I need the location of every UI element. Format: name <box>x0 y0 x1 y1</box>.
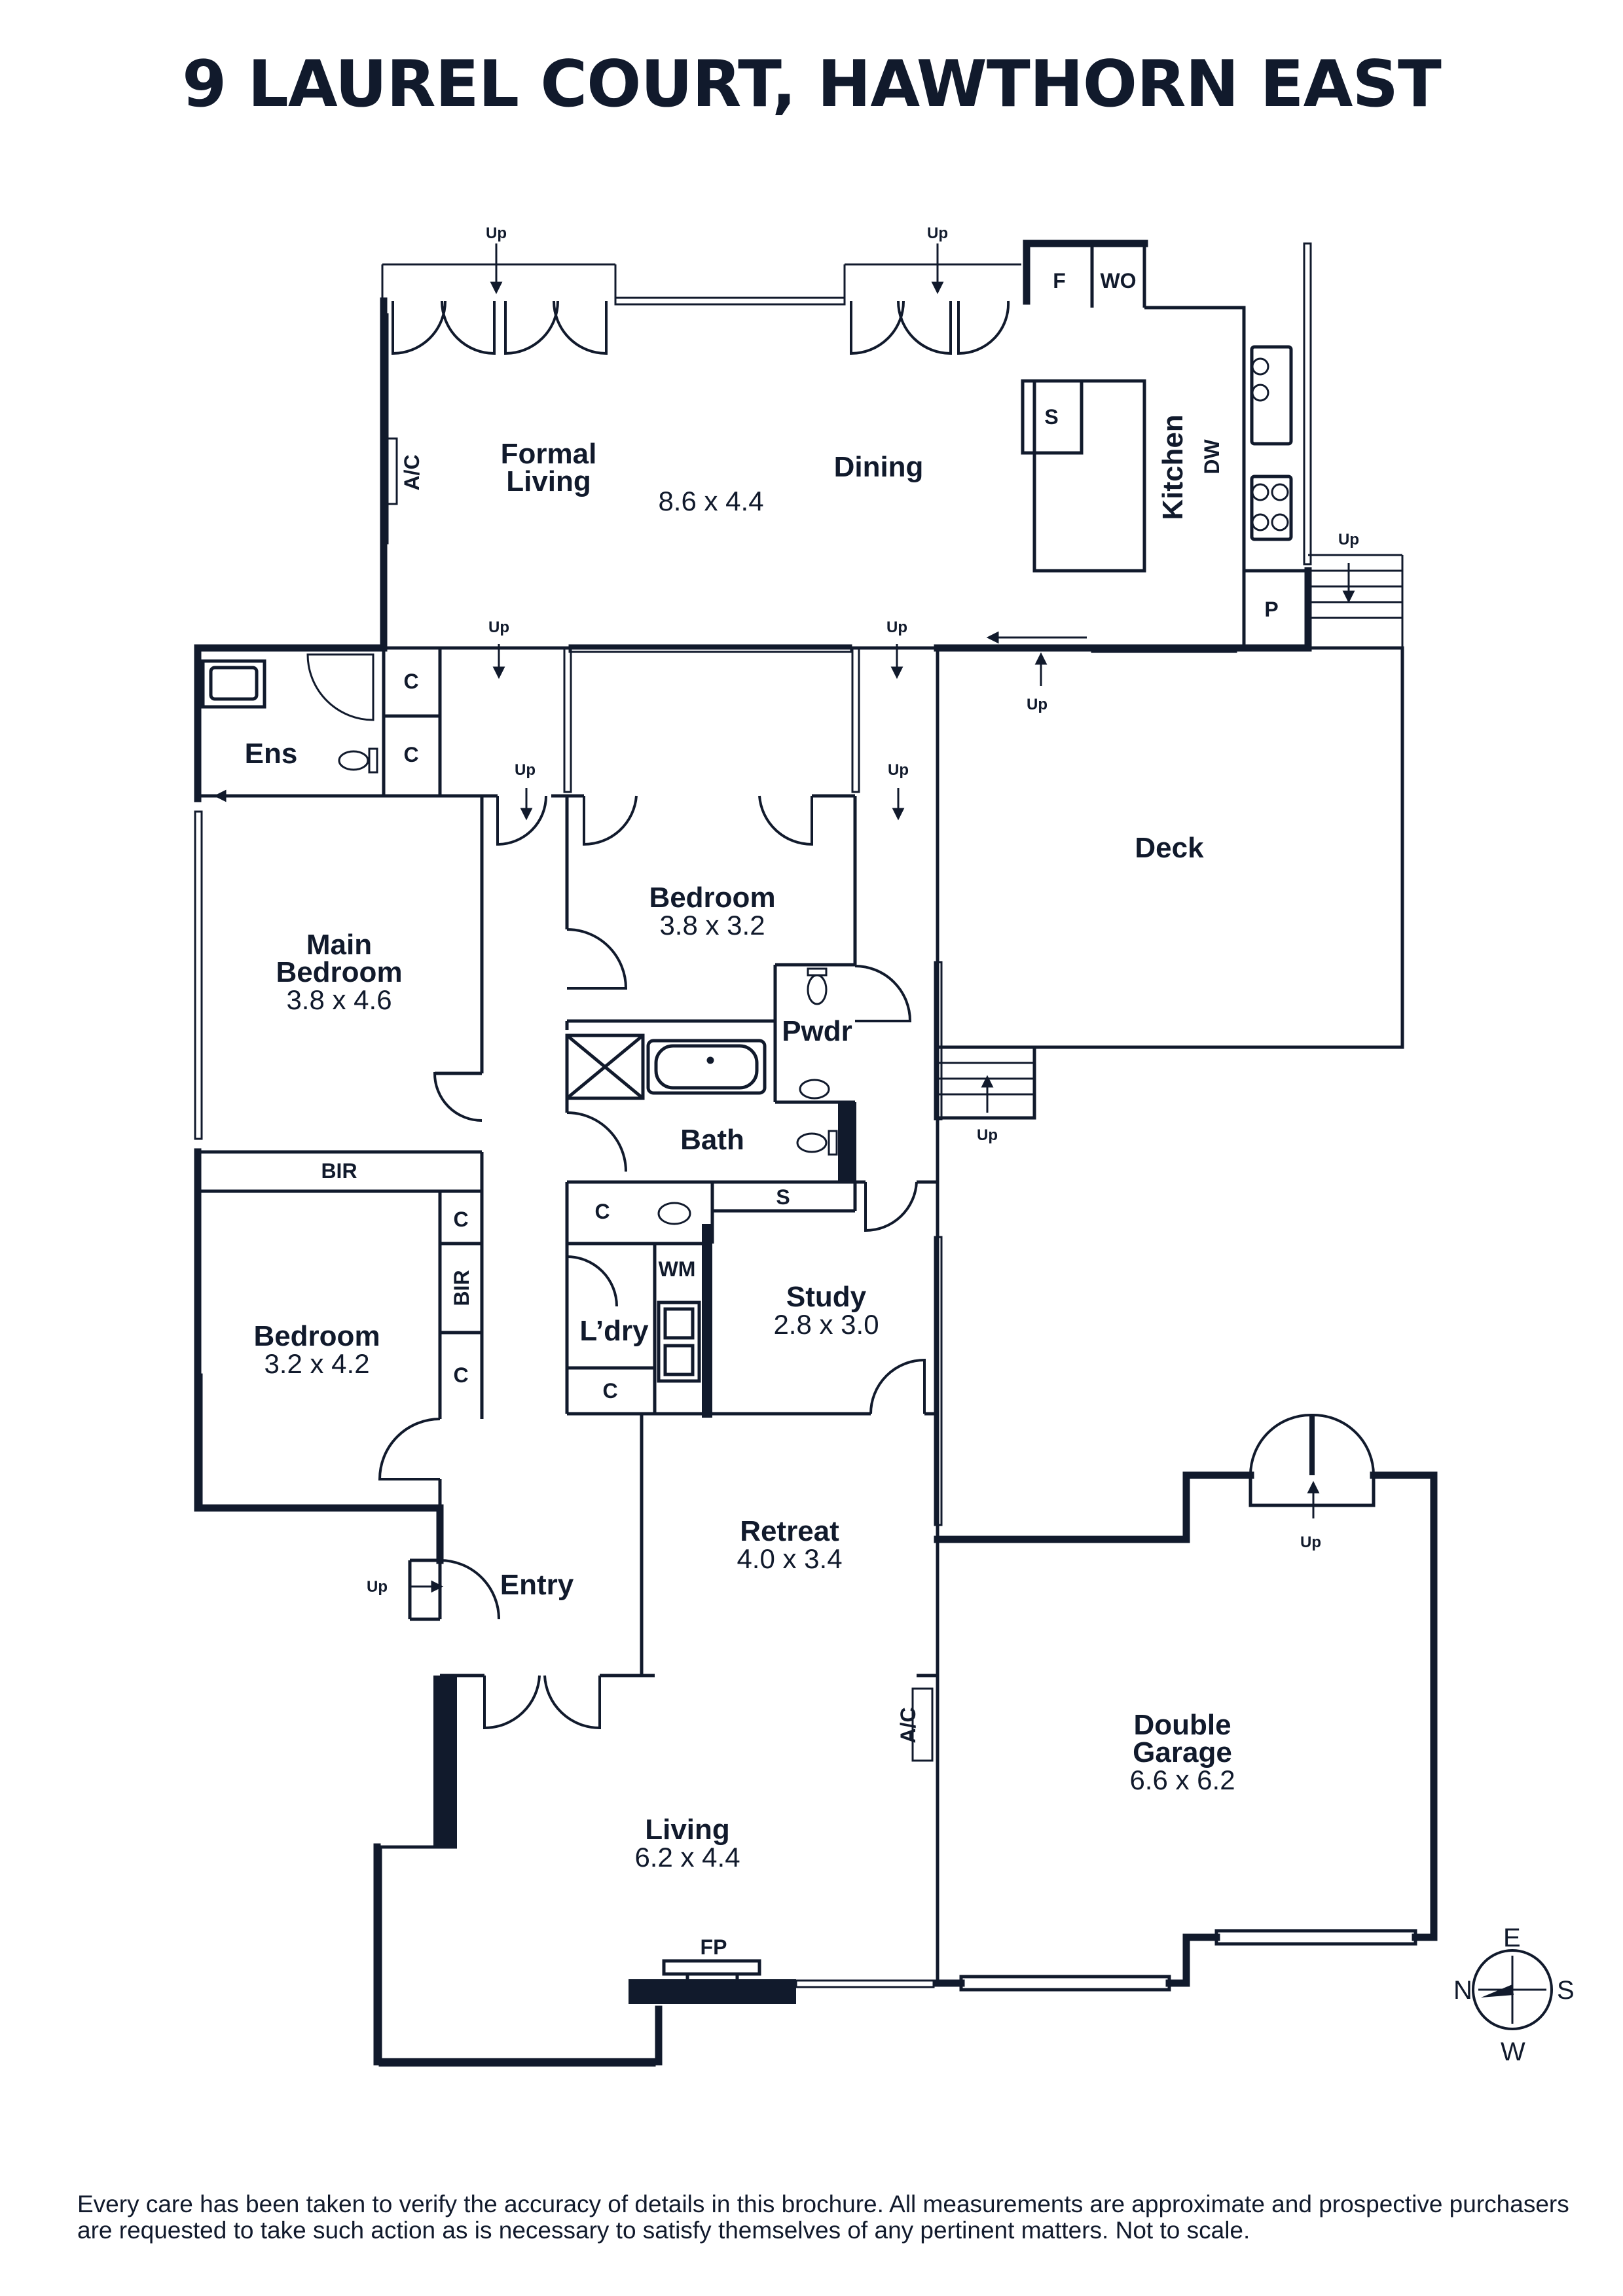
bir-west-label: BIR <box>450 1270 473 1306</box>
cupboard-label: C <box>403 670 418 693</box>
disclaimer-text: Every care has been taken to verify the … <box>77 2191 1569 2244</box>
dining-label: Dining <box>834 451 924 483</box>
up-label: Up <box>1338 531 1359 548</box>
up-label: Up <box>1027 696 1048 713</box>
bir-main-label: BIR <box>321 1159 357 1183</box>
entry-label: Entry <box>500 1569 574 1601</box>
up-label: Up <box>886 619 907 636</box>
cupboard-label: C <box>594 1200 610 1223</box>
bedroom-west-label: Bedroom <box>253 1320 380 1352</box>
shelf-label: S <box>776 1185 790 1209</box>
fridge-label: F <box>1053 269 1066 293</box>
study-dimensions: 2.8 x 3.0 <box>773 1309 879 1340</box>
dining-dimensions: 8.6 x 4.4 <box>658 486 763 516</box>
windows <box>194 242 1312 2067</box>
main-bedroom-label-line2: Bedroom <box>276 956 402 988</box>
study-label: Study <box>786 1281 867 1313</box>
compass: N E S W <box>1453 1924 1575 2066</box>
living-label: Living <box>645 1814 730 1846</box>
formal-living-label-line2: Living <box>506 465 591 497</box>
up-label: Up <box>488 619 509 636</box>
up-label: Up <box>927 224 948 242</box>
up-label: Up <box>367 1578 388 1596</box>
island-sink-label: S <box>1044 405 1058 429</box>
up-label: Up <box>888 761 909 779</box>
garage-label-line2: Garage <box>1133 1736 1232 1768</box>
retreat-label: Retreat <box>740 1515 839 1547</box>
powder-label: Pwdr <box>782 1015 852 1047</box>
solid-walls <box>433 1102 856 2004</box>
wall-oven-label: WO <box>1100 269 1136 293</box>
up-label: Up <box>486 224 507 242</box>
steps <box>381 263 1404 1096</box>
aircon-retreat-label: A/C <box>896 1707 920 1743</box>
cupboard-label: C <box>602 1379 617 1403</box>
up-label: Up <box>515 761 536 779</box>
main-bedroom-dimensions: 3.8 x 4.6 <box>286 984 392 1015</box>
interior-walls <box>198 243 1417 1997</box>
compass-west-label: W <box>1501 2037 1525 2066</box>
retreat-dimensions: 4.0 x 3.4 <box>737 1543 842 1574</box>
sanitary-fixtures <box>306 357 1289 1225</box>
formal-living-label-line1: Formal <box>501 438 597 470</box>
compass-east-label: E <box>1503 1924 1521 1952</box>
compass-south-label: S <box>1557 1976 1575 2005</box>
deck-label: Deck <box>1135 832 1204 864</box>
page-title: 9 LAUREL COURT, HAWTHORN EAST <box>182 47 1442 122</box>
ensuite-label: Ens <box>245 738 298 770</box>
bedroom-centre-dimensions: 3.8 x 3.2 <box>659 910 765 941</box>
cupboard-label: C <box>453 1208 468 1231</box>
fireplace-label: FP <box>701 1935 727 1959</box>
main-bedroom-label-line1: Main <box>306 929 372 961</box>
up-label: Up <box>977 1126 998 1144</box>
dishwasher-label: DW <box>1200 439 1224 475</box>
living-dimensions: 6.2 x 4.4 <box>634 1842 740 1873</box>
cupboard-label: C <box>403 743 418 766</box>
room-labels: Formal Living Dining 8.6 x 4.4 Kitchen E… <box>245 414 1235 1873</box>
laundry-label: L’dry <box>579 1315 649 1347</box>
bedroom-centre-label: Bedroom <box>649 882 775 914</box>
up-label: Up <box>1300 1534 1321 1551</box>
garage-label-line1: Double <box>1133 1709 1231 1741</box>
garage-dimensions: 6.6 x 6.2 <box>1129 1765 1235 1795</box>
kitchen-label: Kitchen <box>1157 414 1189 520</box>
compass-north-label: N <box>1453 1976 1472 2005</box>
door-swings <box>378 300 1375 1730</box>
bedroom-west-dimensions: 3.2 x 4.2 <box>264 1348 369 1379</box>
up-labels: Up Up Up Up Up Up Up Up Up Up Up <box>367 224 1359 1596</box>
fixture-labels: F WO S DW P A/C A/C C C C C C C BIR BIR … <box>321 269 1278 1959</box>
pantry-label: P <box>1264 598 1278 621</box>
washing-machine-label: WM <box>659 1257 696 1281</box>
aircon-north-label: A/C <box>400 454 424 490</box>
cupboard-label: C <box>453 1363 468 1387</box>
step-arrows <box>213 243 1355 1593</box>
bath-label: Bath <box>680 1124 744 1156</box>
